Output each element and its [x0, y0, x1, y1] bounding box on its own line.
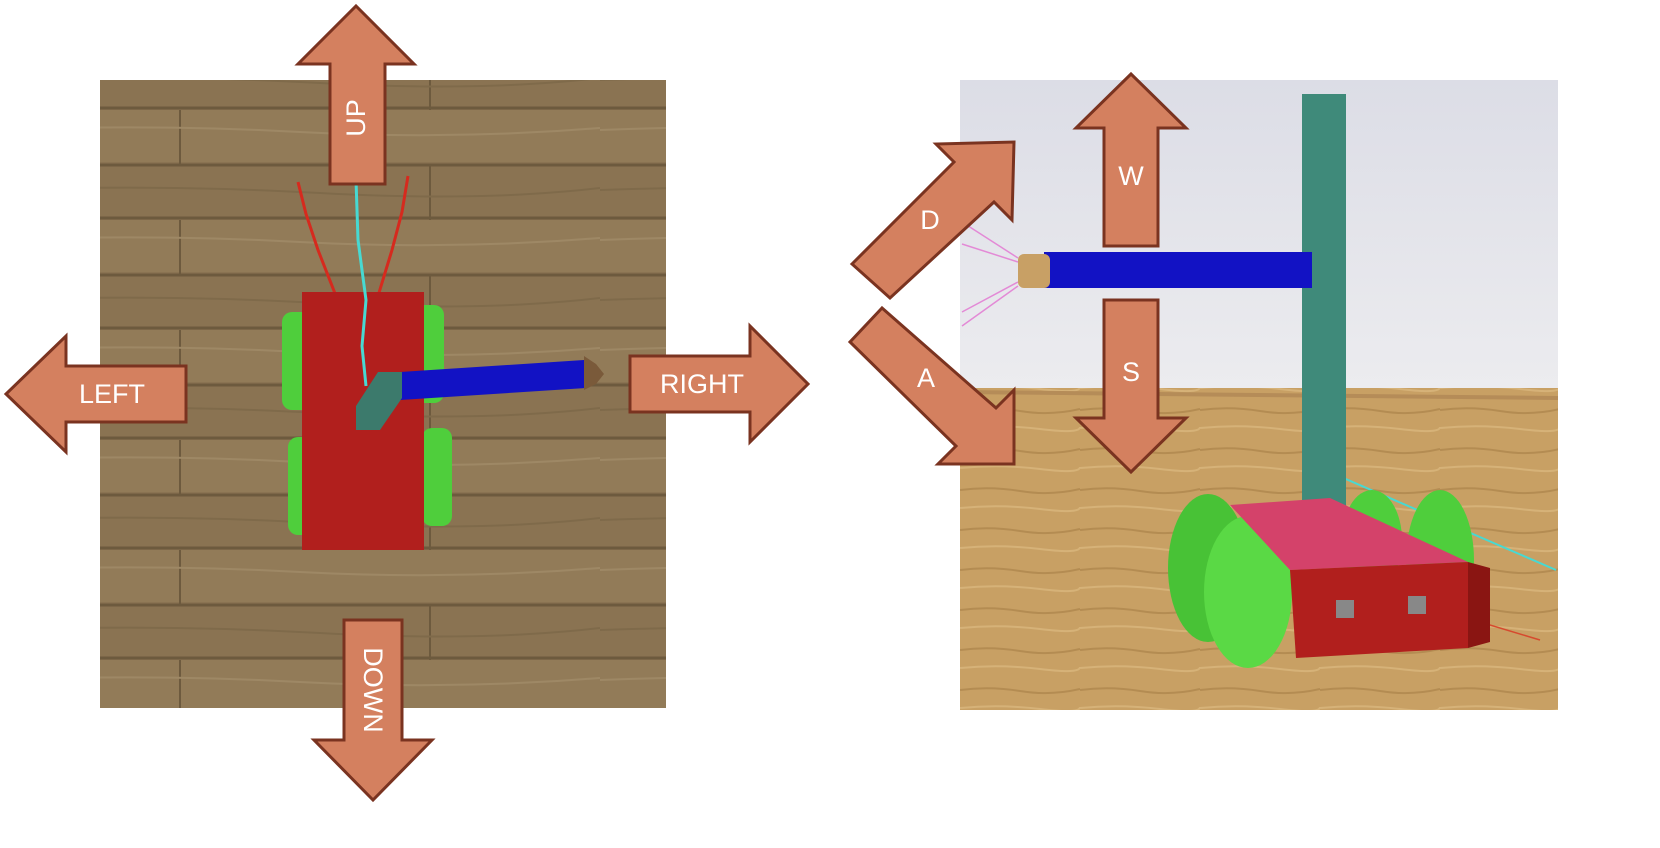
arm-mount: [356, 372, 402, 430]
robot-arm: [400, 360, 586, 400]
base-front: [1290, 562, 1468, 658]
side-view-panel: [959, 80, 1559, 710]
arrow-a[interactable]: A: [847, 305, 1016, 466]
side-view-robot: [961, 94, 1557, 668]
arrow-a-label: A: [917, 363, 935, 393]
arrow-up-label: UP: [341, 99, 371, 137]
whisker-left: [296, 181, 338, 297]
side-view-wall: [960, 80, 1558, 390]
horizontal-arm: [1044, 252, 1312, 288]
whisker-right: [376, 175, 410, 297]
arrow-down[interactable]: DOWN: [310, 618, 436, 803]
wheel-rear-right: [422, 428, 452, 526]
arrow-d-label: D: [920, 205, 940, 235]
base-sensor-right: [1408, 596, 1426, 614]
vertical-mast: [1302, 94, 1346, 532]
sensor-ray: [354, 179, 368, 387]
arm-tip-cap: [1018, 254, 1050, 288]
arrow-left[interactable]: LEFT: [3, 332, 188, 456]
arrow-w-label: W: [1118, 161, 1144, 191]
arrow-right-label: RIGHT: [660, 369, 744, 399]
arrow-up[interactable]: UP: [294, 3, 418, 186]
arrow-s-label: S: [1122, 357, 1140, 387]
top-view-robot: [282, 175, 604, 550]
base-top: [1230, 498, 1468, 570]
arrow-w[interactable]: W: [1072, 71, 1190, 248]
base-sensor-left: [1336, 600, 1354, 618]
arrow-down-label: DOWN: [358, 647, 388, 732]
arrow-s[interactable]: S: [1072, 298, 1190, 475]
arrow-d[interactable]: D: [849, 140, 1016, 301]
base-side: [1468, 562, 1490, 648]
arm-tip: [584, 356, 604, 390]
arrow-left-label: LEFT: [79, 379, 145, 409]
arrow-right[interactable]: RIGHT: [628, 322, 811, 446]
wheel-front-right: [1204, 516, 1292, 668]
